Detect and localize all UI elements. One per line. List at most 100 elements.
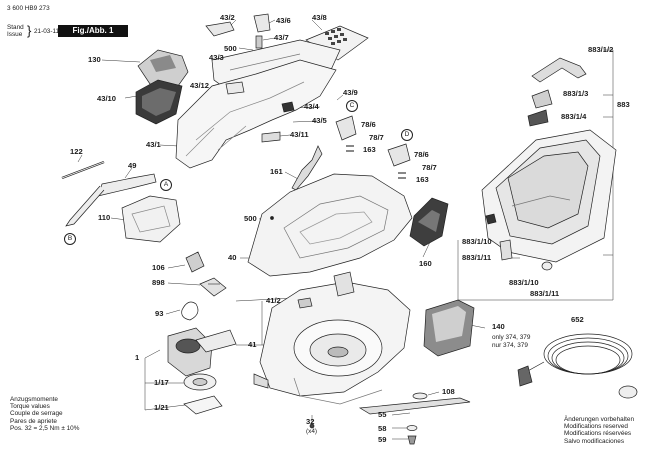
label-163-c: 163 [363,145,376,154]
blade-55 [358,397,471,415]
part-898 [199,277,227,297]
grass-box-883 [481,57,617,271]
screw-59 [407,435,417,445]
label-49: 49 [128,161,137,170]
figure-label: Fig./Abb. 1 [58,25,128,37]
label-43-9: 43/9 [343,88,358,97]
label-500-top: 500 [224,44,237,53]
label-43-3: 43/3 [209,53,224,62]
label-93: 93 [155,309,164,318]
screw-43-7 [255,35,263,49]
label-140-note-en: only 374, 379 [492,334,531,341]
label-1: 1 [135,353,140,362]
plug-652 [517,365,533,387]
label-40: 40 [228,253,237,262]
label-43-12: 43/12 [190,81,210,90]
label-130: 130 [88,55,101,64]
label-32-qty: (x4) [306,428,318,435]
label-106: 106 [152,263,165,272]
washer-108 [412,392,428,400]
label-43-7: 43/7 [274,33,289,42]
label-108: 108 [442,387,455,396]
label-898: 898 [152,278,165,287]
label-1-17: 1/17 [154,378,169,387]
label-59: 59 [378,435,387,444]
fan-1-17 [183,373,217,391]
callout-letter-b: B [64,233,76,245]
label-55: 55 [378,410,387,419]
label-161: 161 [270,167,283,176]
motor-1 [167,327,237,377]
change-note: Änderungen vorbehalten Modifications res… [564,416,634,445]
part-883-1-10 [499,239,513,261]
label-140: 140 [492,322,505,331]
label-883-1-10-a: 883/1/10 [462,237,492,246]
label-160: 160 [419,259,432,268]
label-58: 58 [378,424,387,433]
part-43-12 [225,81,245,95]
bracket-78-6-c [335,115,357,141]
bracket-78-6-d [387,143,411,167]
label-883-1-4: 883/1/4 [561,112,587,121]
stand-label: Stand [7,24,24,31]
part-43-4 [281,101,295,113]
label-43-8: 43/8 [312,13,327,22]
label-43-4: 43/4 [304,102,319,111]
label-41: 41 [248,340,257,349]
lever-49 [97,173,157,197]
part-41-2 [297,297,313,309]
callout-letter-a: A [160,179,172,191]
handle-883-1-2 [531,57,587,83]
label-43-11: 43/11 [290,130,309,139]
doc-number: 3 600 HB9 273 [7,5,50,12]
label-43-10: 43/10 [97,94,117,103]
torque-note: Anzugsmomente Torque values Couple de se… [10,396,80,432]
label-78-7-d: 78/7 [422,163,437,172]
label-43-5: 43/5 [312,116,327,125]
washer-58 [406,425,418,431]
part-106 [185,251,205,273]
label-652: 652 [571,315,584,324]
housing-43-1 [175,59,337,169]
part-883-1-4 [527,109,549,127]
callout-letter-d: D [401,129,413,141]
part-43-6 [253,13,271,33]
label-883-1-2: 883/1/2 [588,45,614,54]
label-41-2: 41/2 [266,296,281,305]
label-43-2: 43/2 [220,13,235,22]
part-43-2 [205,21,235,37]
part-883-1-11 [541,261,553,271]
label-500-mid: 500 [244,214,257,223]
header-brace: } [27,23,32,38]
label-32: 32 [306,417,315,426]
label-883-1-11-a: 883/1/11 [462,253,492,262]
battery-43-10 [135,79,183,125]
spring-93 [181,301,199,321]
label-883-1-3: 883/1/3 [563,89,589,98]
label-883-1-10-b: 883/1/10 [509,278,539,287]
label-140-note-de: nur 374, 379 [492,342,528,349]
screws-163 [346,145,406,179]
housing-110 [121,195,181,243]
label-43-6: 43/6 [276,16,291,25]
label-163-d: 163 [416,175,429,184]
issue-label: Issue [7,31,23,38]
cable-161 [291,145,323,191]
part-883-1-3 [531,89,553,109]
label-78-7-c: 78/7 [369,133,384,142]
label-43-1: 43/1 [146,140,161,149]
label-122: 122 [70,147,83,156]
label-78-6-d: 78/6 [414,150,429,159]
cable-coil-652 [517,333,638,399]
label-883-1-11-b: 883/1/11 [530,289,560,298]
callout-letter-c: C [346,100,358,112]
label-883: 883 [617,100,630,109]
label-78-6-c: 78/6 [361,120,376,129]
label-110: 110 [98,213,111,222]
cover-1-21 [183,395,223,415]
label-1-21: 1/21 [154,403,169,412]
part-43-11 [261,131,281,143]
header-date: 21-03-11 [34,28,60,35]
